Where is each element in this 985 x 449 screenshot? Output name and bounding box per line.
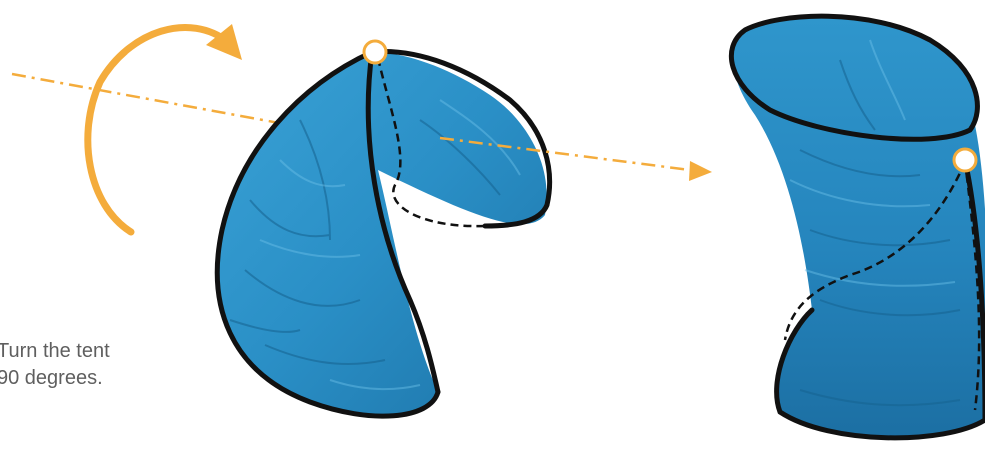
- fold-point-marker: [364, 41, 386, 63]
- fold-point-marker-rotated: [954, 149, 976, 171]
- tent-after-rotation: [731, 16, 985, 438]
- instruction-line-1: Turn the tent: [0, 338, 110, 365]
- rotate-arrow-icon: [88, 24, 242, 232]
- instruction-text: Turn the tent 90 degrees.: [0, 338, 110, 392]
- tent-before-rotation: [217, 41, 549, 416]
- instruction-line-2: 90 degrees.: [0, 365, 110, 392]
